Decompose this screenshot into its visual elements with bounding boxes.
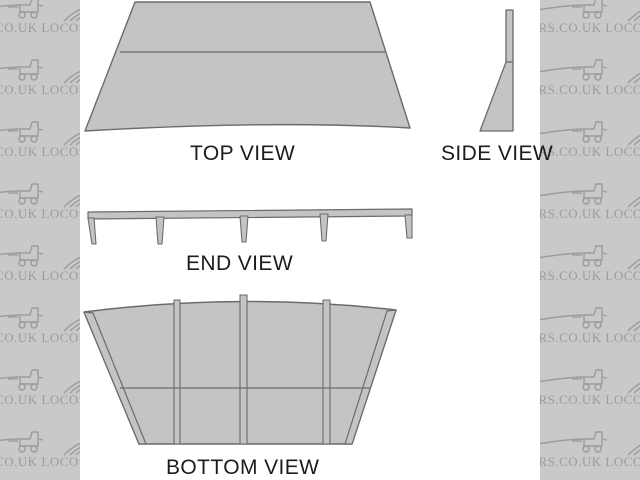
locomotive-icon (0, 121, 44, 143)
watermark-text: ERS.CO.UK LOCOST (540, 206, 640, 221)
watermark-text: ERS.CO.UK LOCOST (540, 82, 640, 97)
watermark-tile: ERS.CO.UK LOCOST (540, 100, 640, 162)
watermark-strip-left: ERS.CO.UK LOCOS ERS.CO.UK LOCOS ERS.CO.UK … (0, 0, 80, 480)
watermark-tile: ERS.CO.UK LOCOST (540, 38, 640, 100)
bridge-arch-icon (627, 72, 640, 84)
bridge-arch-icon (627, 134, 640, 146)
drawing-panel (80, 0, 540, 480)
bridge-arch-icon (627, 320, 640, 332)
watermark-text: ERS.CO.UK LOCOS (0, 144, 80, 159)
bridge-arch-icon (63, 380, 80, 394)
watermark-tile: ERS.CO.UK LOCOST (540, 286, 640, 348)
bridge-arch-icon (627, 444, 640, 456)
locomotive-icon (540, 431, 608, 453)
watermark-text: ERS.CO.UK LOCOS (0, 206, 80, 221)
watermark-tile: ERS.CO.UK LOCOST (540, 348, 640, 410)
watermark-text: ERS.CO.UK LOCOST (540, 144, 640, 159)
watermark-tile: ERS.CO.UK LOCOST (540, 410, 640, 472)
watermark-text: ERS.CO.UK LOCOST (540, 20, 640, 35)
locomotive-icon (540, 369, 608, 391)
end-view-leg-3 (239, 215, 249, 243)
locomotive-icon (540, 307, 608, 329)
watermark-tile: ERS.CO.UK LOCOS (0, 286, 80, 348)
locomotive-icon (0, 369, 44, 391)
label-top-view: TOP VIEW (190, 142, 296, 165)
top-view-group (84, 1, 411, 132)
top-view-outline (84, 1, 411, 132)
side-view-stem (505, 9, 514, 63)
watermark-text: ERS.CO.UK LOCOST (540, 392, 640, 407)
end-view-leg-4 (319, 213, 329, 242)
label-bottom-view: BOTTOM VIEW (166, 456, 320, 479)
bridge-arch-icon (63, 132, 80, 146)
locomotive-icon (540, 121, 608, 143)
bottom-view-rib-1 (173, 299, 181, 445)
bridge-arch-icon (63, 256, 80, 270)
label-end-view: END VIEW (186, 252, 294, 275)
watermark-tile: ERS.CO.UK LOCOST (540, 162, 640, 224)
locomotive-icon (0, 307, 44, 329)
bridge-arch-icon (627, 382, 640, 394)
watermark-tile: ERS.CO.UK LOCOS (0, 162, 80, 224)
watermark-text: ERS.CO.UK LOCOS (0, 268, 80, 283)
bridge-arch-icon (63, 8, 80, 22)
side-view-group (479, 9, 514, 132)
bridge-arch-icon (627, 196, 640, 208)
bottom-view-rib-2 (239, 294, 248, 445)
bottom-view-rib-3 (322, 299, 331, 445)
bridge-arch-icon (627, 10, 640, 22)
locomotive-icon (0, 0, 44, 19)
watermark-text: ERS.CO.UK LOCOS (0, 454, 80, 469)
watermark-text: ERS.CO.UK LOCOST (540, 454, 640, 469)
locomotive-icon (0, 245, 44, 267)
watermark-text: ERS.CO.UK LOCOS (0, 392, 80, 407)
watermark-tile: ERS.CO.UK LOCOST (540, 0, 640, 38)
bottom-view-group (83, 294, 397, 445)
end-view-leg-5 (404, 214, 413, 239)
watermark-tile: ERS.CO.UK LOCOS (0, 38, 80, 100)
bottom-view-flange-right (344, 309, 397, 445)
watermark-tile: ERS.CO.UK LOCOS (0, 100, 80, 162)
watermark-text: ERS.CO.UK LOCOS (0, 330, 80, 345)
watermark-tile: ERS.CO.UK LOCOS (0, 0, 80, 38)
locomotive-icon (0, 431, 44, 453)
watermark-tile: ERS.CO.UK LOCOS (0, 410, 80, 472)
locomotive-icon (0, 183, 44, 205)
locomotive-icon (540, 0, 608, 19)
watermark-tile: ERS.CO.UK LOCOST (540, 472, 640, 480)
label-side-view: SIDE VIEW (441, 142, 554, 165)
bridge-arch-icon (63, 442, 80, 456)
watermark-strip-right: ERS.CO.UK LOCOST ERS.CO.UK LOCOST ERS.CO.U… (540, 0, 640, 480)
technical-drawing-svg (83, 1, 514, 445)
end-view-leg-1 (87, 217, 97, 245)
bridge-arch-icon (63, 194, 80, 208)
bridge-arch-icon (627, 258, 640, 270)
watermark-tile: ERS.CO.UK LOCOS (0, 472, 80, 480)
watermark-text: ERS.CO.UK LOCOS (0, 20, 80, 35)
locomotive-icon (540, 245, 608, 267)
locomotive-icon (540, 183, 608, 205)
side-view-wedge (479, 61, 514, 132)
bridge-arch-icon (63, 70, 80, 84)
end-view-leg-2 (155, 216, 165, 245)
watermark-tile: ERS.CO.UK LOCOST (540, 224, 640, 286)
watermark-text: ERS.CO.UK LOCOS (0, 82, 80, 97)
bridge-arch-icon (63, 318, 80, 332)
watermark-text: ERS.CO.UK LOCOST (540, 268, 640, 283)
watermark-tile: ERS.CO.UK LOCOS (0, 348, 80, 410)
watermark-text: ERS.CO.UK LOCOST (540, 330, 640, 345)
watermark-tile: ERS.CO.UK LOCOS (0, 224, 80, 286)
bottom-view-flange-left (83, 311, 147, 445)
end-view-group (87, 208, 413, 245)
locomotive-icon (540, 59, 608, 81)
locomotive-icon (0, 59, 44, 81)
end-view-bar (87, 208, 413, 220)
